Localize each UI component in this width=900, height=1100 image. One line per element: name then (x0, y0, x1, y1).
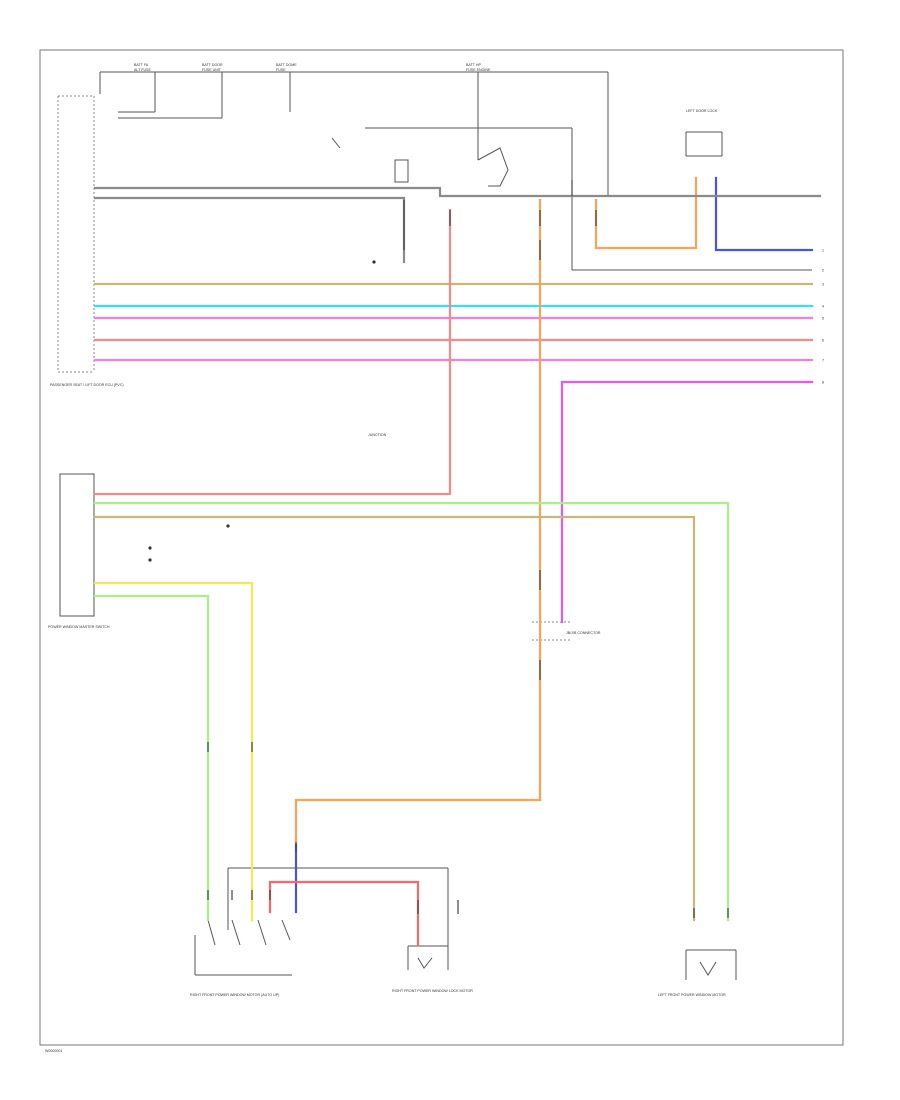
connector-ticks (207, 180, 729, 918)
right-front-lock-motor-box (407, 945, 449, 970)
wire-end-label: 3 (822, 283, 824, 287)
wire-end-label: 6 (822, 339, 824, 343)
wire-end-label: 8 (822, 381, 824, 385)
wire-end-label: 5 (822, 317, 824, 321)
wire-end-label: 7 (822, 359, 824, 363)
diagram-border (39, 49, 844, 1046)
fuse-sub-2: FUSE UNIT (202, 68, 222, 72)
fuse-block (99, 71, 812, 271)
w-red-2 (93, 208, 452, 496)
passenger-ecu-block (57, 95, 95, 373)
wire-end-label: 2 (822, 269, 824, 273)
w-blue-top (714, 176, 814, 252)
front-right-motor-a-label: RIGHT FRONT POWER WINDOW MOTOR (AUTO UP) (190, 993, 279, 997)
front-right-motor-box (194, 867, 449, 976)
fuse-label-3: BATT DOME (276, 63, 297, 67)
w-green-1 (93, 501, 730, 922)
footer-id: W0000001 (45, 1049, 62, 1053)
fuse-label-2: BATT DOOR (202, 63, 223, 67)
passenger-ecu-label: PASSENGER SEAT / LIFT DOOR ECU (PVC) (50, 383, 124, 387)
w-orange-main (294, 198, 542, 847)
fuse-sub-4: FUSE ENGINE (466, 68, 491, 72)
power-window-switch-block (59, 473, 95, 617)
w-orange-top (594, 176, 698, 250)
w-gray-2 (93, 196, 406, 264)
w-yellow (93, 581, 254, 922)
w-gray-1 (93, 186, 822, 198)
wires-group (93, 176, 822, 947)
left-door-lock-label: LEFT DOOR LOCK (686, 109, 718, 113)
power-window-switch-label: POWER WINDOW MASTER SWITCH (48, 625, 110, 629)
wire-end-label: 1 (822, 249, 824, 253)
junction-label: JUNCTION (368, 433, 387, 437)
wire-end-label: 4 (822, 305, 824, 309)
w-green-3 (93, 594, 210, 922)
fuse-sub-1: ALT FUSE (134, 68, 151, 72)
left-front-motor-label: LEFT FRONT POWER WINDOW MOTOR (658, 993, 726, 997)
wire-end-labels: 1 2 3 4 5 6 7 8 (822, 249, 824, 385)
left-front-motor-box (685, 949, 737, 980)
bullet-dots (148, 260, 376, 562)
mid-junction-label: JB/J/B CONNECTOR (566, 631, 601, 635)
w-red-low (268, 880, 420, 947)
fuse-label-1: BATT FA (134, 63, 149, 67)
w-green-2 (93, 515, 696, 922)
fuse-label-4: BATT HP (466, 63, 481, 67)
w-magenta (560, 380, 814, 624)
front-right-motor-b-label: RIGHT FRONT POWER WINDOW LOCK MOTOR (392, 989, 473, 993)
mid-junction-connector (532, 621, 570, 641)
fuse-sub-3: FUSE (276, 68, 286, 72)
